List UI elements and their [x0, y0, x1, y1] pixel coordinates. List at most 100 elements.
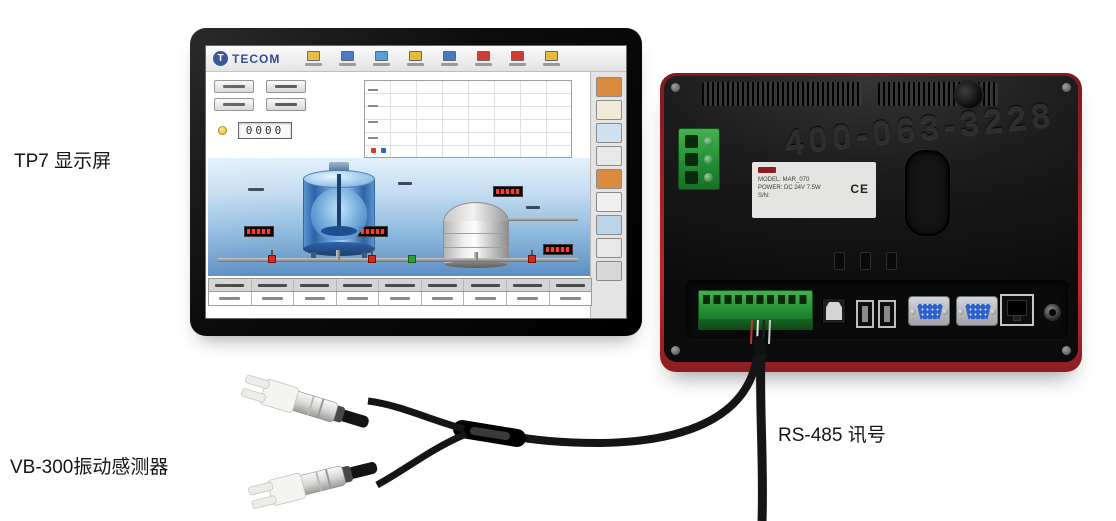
data-cell	[294, 292, 337, 305]
readout-display-2	[493, 186, 523, 197]
mixer-impeller	[321, 226, 357, 236]
weld-line-2	[444, 247, 508, 248]
hmi-button-3	[214, 98, 254, 111]
tp7-panel: T TECOM 0000	[190, 28, 642, 336]
usb-a-tongue-2	[884, 306, 890, 322]
sidebar-button-5	[595, 169, 622, 189]
dsub-screw-2r	[990, 309, 996, 315]
sidebar-button-7	[595, 215, 622, 235]
toolbar-label-8	[542, 63, 560, 66]
toolbar-icon-7	[510, 51, 524, 61]
power-terminal-hole-1	[685, 135, 698, 148]
cell-text	[517, 297, 539, 300]
hmi-button-4-label	[275, 103, 297, 106]
data-cell	[379, 292, 422, 305]
corner-screw-tl	[671, 83, 680, 92]
power-terminal-hole-2	[685, 153, 698, 166]
header-text	[513, 283, 543, 287]
model-line: MODEL: MAR_070	[758, 177, 810, 183]
ethernet-opening	[1007, 300, 1027, 316]
vibration-sensor-top	[239, 371, 374, 437]
readout-digits-3	[546, 247, 570, 252]
label-logo-mark	[758, 167, 776, 173]
hmi-sidebar	[590, 72, 626, 318]
hmi-button-2-label	[275, 85, 297, 88]
tp7-display-label: TP7 显示屏	[14, 151, 112, 172]
header-cell	[507, 279, 550, 291]
header-text	[470, 283, 500, 287]
dsub-insert-2	[964, 303, 992, 320]
toolbar-button-7	[504, 48, 530, 69]
tank-bottom	[303, 242, 375, 256]
readout-digits-2	[496, 189, 520, 194]
valve-3	[408, 255, 416, 263]
rs485-signal-label: RS-485 讯号	[778, 425, 886, 446]
mixing-tank	[303, 162, 375, 262]
toolbar-icon-group	[296, 48, 568, 69]
storage-tank-base	[445, 261, 507, 268]
toolbar-label-2	[338, 63, 356, 66]
dip-slot-2	[860, 252, 871, 270]
header-cell	[337, 279, 380, 291]
usb-b-port	[822, 298, 846, 324]
toolbar-label-3	[372, 63, 390, 66]
toolbar-label-6	[474, 63, 492, 66]
data-cell	[209, 292, 252, 305]
hmi-button-4	[266, 98, 306, 111]
rear-panel: 400-063-3228 MODEL: MAR_070 POWER: DC 24…	[660, 73, 1082, 372]
toolbar-button-8	[538, 48, 564, 69]
chart-axis-tick-3	[368, 121, 378, 123]
rs485-terminal-block	[698, 290, 813, 330]
serial-dsub-port-2	[956, 296, 998, 326]
cell-text	[559, 297, 581, 300]
tank-leg-left	[311, 252, 316, 262]
usb-b-opening	[826, 302, 842, 320]
cell-text	[304, 297, 326, 300]
weld-line-1	[444, 233, 508, 234]
header-cell	[422, 279, 465, 291]
sidebar-button-8	[595, 238, 622, 258]
rear-panel-body: 400-063-3228 MODEL: MAR_070 POWER: DC 24…	[664, 76, 1078, 362]
toolbar-button-2	[334, 48, 360, 69]
toolbar-icon-6	[476, 51, 490, 61]
header-cell	[464, 279, 507, 291]
rs485-terminal-clamp	[699, 319, 812, 329]
readout-display-3	[543, 244, 573, 255]
data-cell	[507, 292, 550, 305]
hmi-button-1	[214, 80, 254, 93]
power-terminal-block	[678, 128, 720, 190]
power-line: POWER: DC 24V 7.5W	[758, 185, 821, 191]
numeric-display: 0000	[238, 122, 292, 139]
toolbar-icon-3	[374, 51, 388, 61]
toolbar-icon-8	[544, 51, 558, 61]
upper-pipe	[508, 218, 578, 221]
hmi-button-1-label	[223, 85, 245, 88]
valve-4	[528, 255, 536, 263]
recessed-slot	[905, 150, 950, 236]
header-cell	[252, 279, 295, 291]
hmi-button-3-label	[223, 103, 245, 106]
toolbar-button-1	[300, 48, 326, 69]
graphic-tag-1	[248, 188, 264, 191]
header-cell	[294, 279, 337, 291]
valve-2-handle	[371, 250, 373, 255]
ethernet-port	[1000, 294, 1034, 326]
chart-legend-red	[371, 148, 376, 153]
process-graphic	[208, 158, 590, 276]
cell-text	[261, 297, 283, 300]
dsub-insert-1	[916, 303, 944, 320]
data-cell	[550, 292, 592, 305]
vb300-sensor-label: VB-300振动感测器	[10, 457, 169, 478]
hmi-control-cluster: 0000	[208, 76, 358, 156]
toolbar-icon-1	[306, 51, 320, 61]
trend-chart	[364, 80, 572, 158]
toolbar-label-5	[440, 63, 458, 66]
usb-a-port-2	[878, 300, 896, 328]
corner-screw-bl	[671, 346, 680, 355]
spec-label: MODEL: MAR_070 POWER: DC 24V 7.5W S/N: C…	[752, 162, 876, 218]
cable-splitter-highlight	[470, 427, 510, 440]
hmi-data-table	[208, 278, 592, 306]
header-text	[342, 283, 373, 287]
rs485-terminal-pins	[703, 295, 808, 304]
